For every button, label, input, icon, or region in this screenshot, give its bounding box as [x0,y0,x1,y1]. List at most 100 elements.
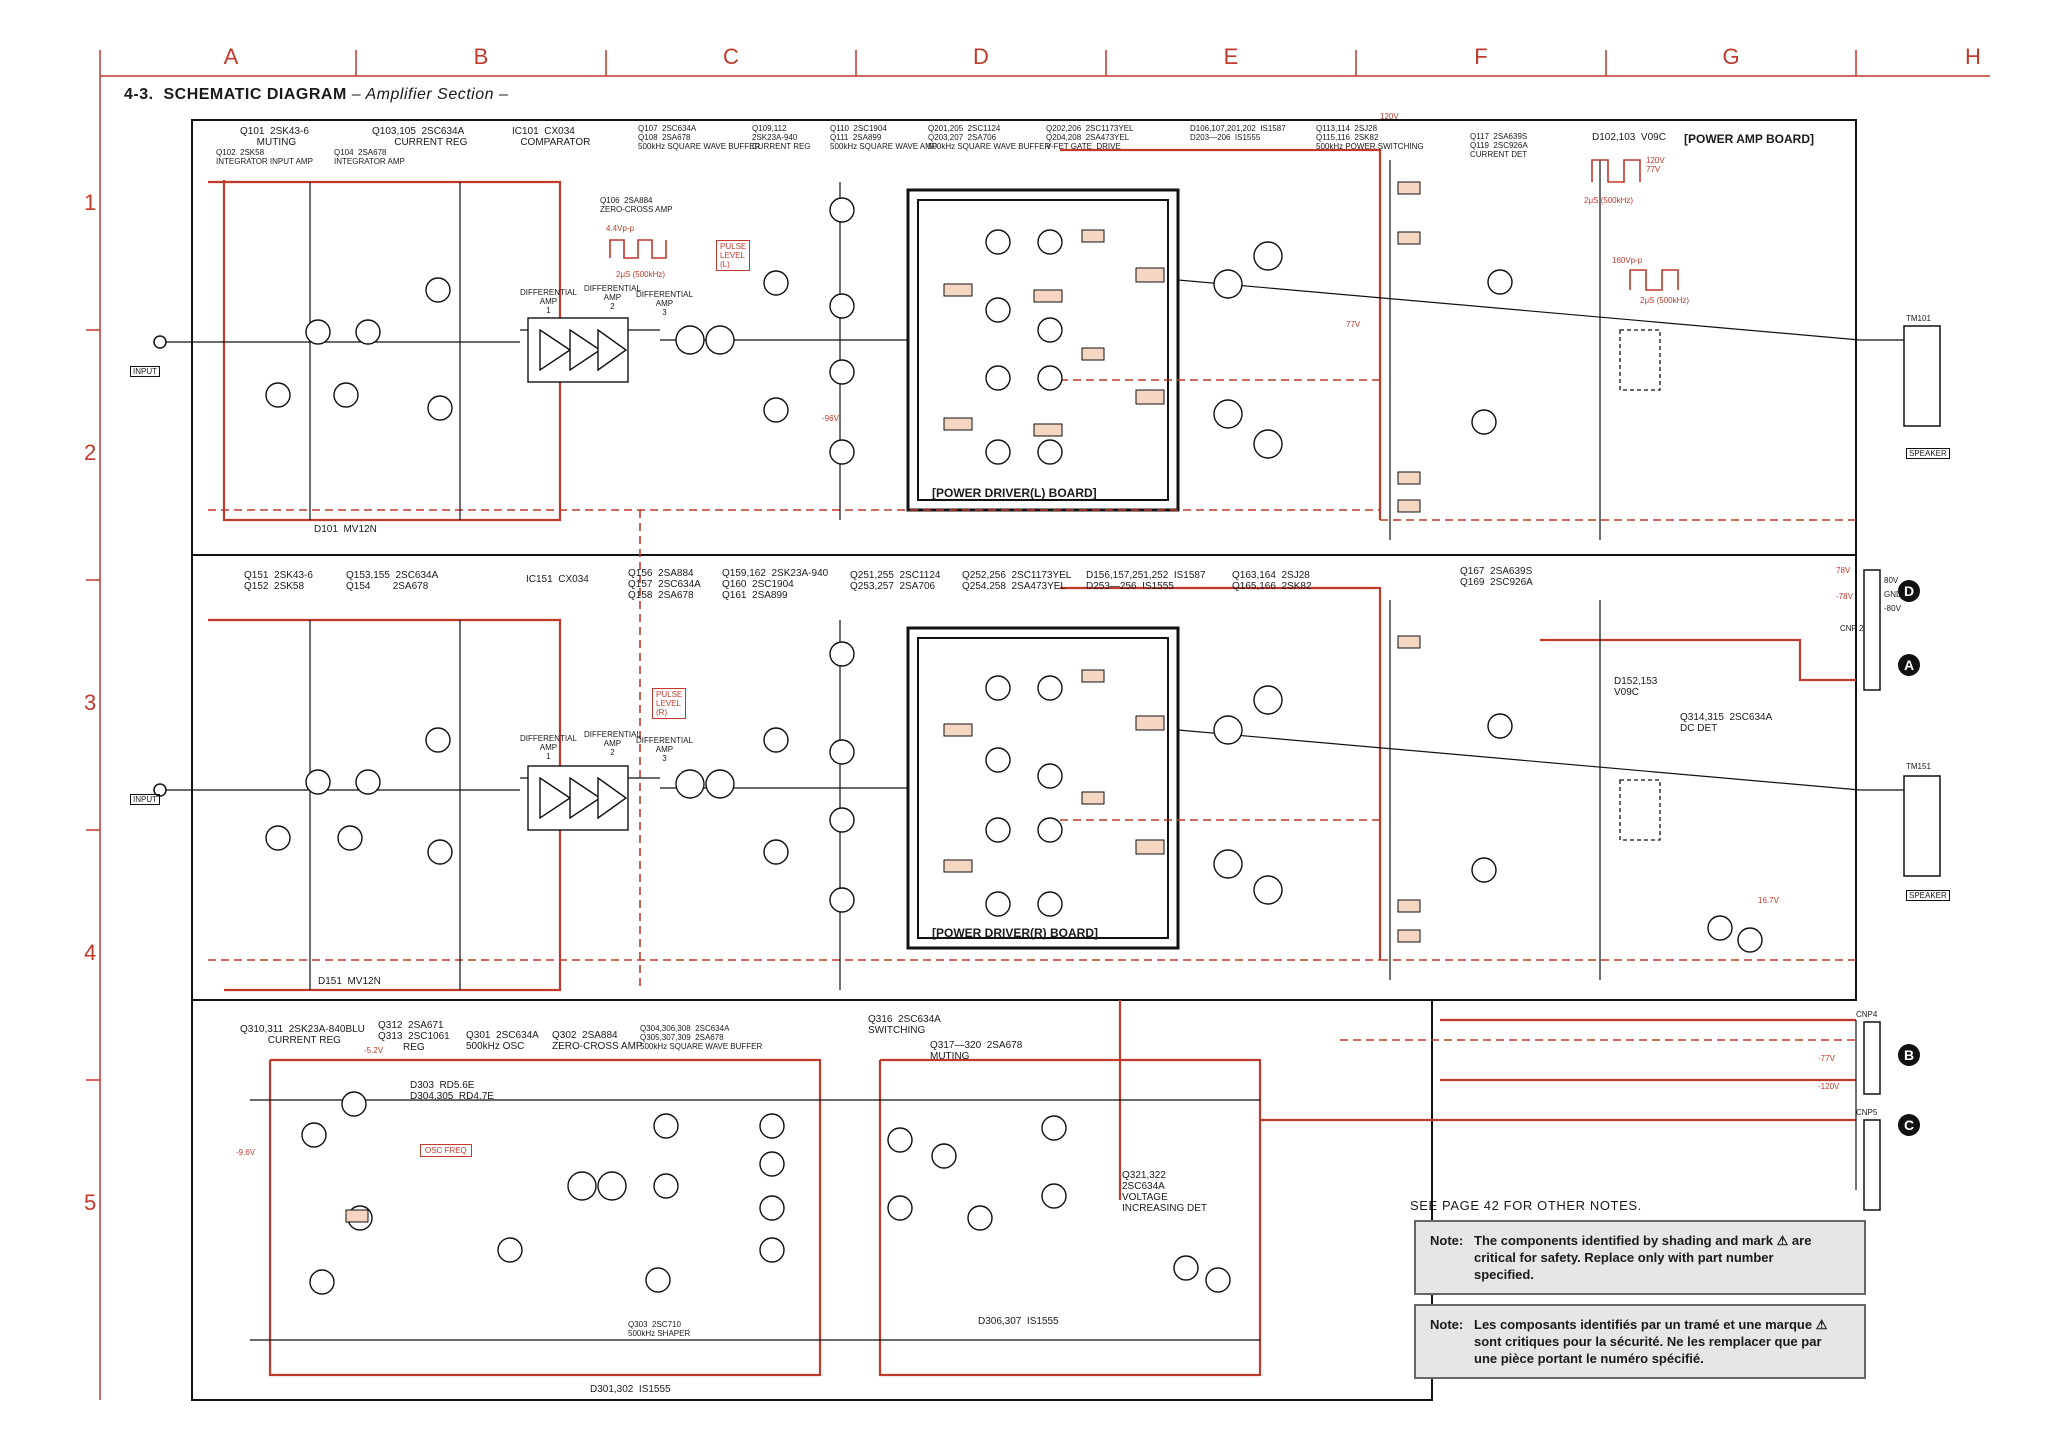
part-label: Q159,162 2SK23A-940 Q160 2SC1904 Q161 2S… [722,568,829,601]
waveform-label: 2μS (500kHz) [1584,196,1634,205]
grid-row-5: 5 [84,1190,97,1215]
grid-col-f: F [1474,44,1488,69]
supply-label: -78V [1836,592,1853,601]
part-label: Q304,306,308 2SC634A Q305,307,309 2SA678… [640,1024,763,1051]
part-label: D152,153 V09C [1614,676,1658,698]
part-label: Q117 2SA639S Q119 2SC926A CURRENT DET [1470,132,1528,159]
block-differential-amp-3: DIFFERENTIAL AMP 3 [636,290,693,317]
connector-cnp2: CNP 2 [1840,624,1864,633]
relays [1619,329,1661,841]
waveform-label: 120V 77V [1646,156,1665,174]
connector-tag-a: A [1898,654,1920,676]
waveform-label: 4.4Vp-p [606,224,635,233]
grid-frame [86,50,1990,1400]
terminal-tm151: TM151 [1906,762,1931,771]
title-section: 4-3. [124,86,154,103]
part-label: Q312 2SA671 Q313 2SC1061 REG [378,1020,450,1053]
osc-freq-label: OSC FREQ [420,1144,472,1157]
part-label: Q316 2SC634A SWITCHING [868,1014,941,1036]
part-label: Q314,315 2SC634A DC DET [1680,712,1773,734]
part-label: Q317—320 2SA678 MUTING [930,1040,1023,1062]
grid-col-d: D [973,44,989,69]
grid-row-3: 3 [84,690,97,715]
part-label: Q163,164 2SJ28 Q165,166 2SK82 [1232,570,1312,592]
pulse-level-r: PULSE LEVEL (R) [652,688,687,719]
supply-label: -96V [822,414,839,423]
part-label: Q106 2SA884 ZERO-CROSS AMP [600,196,673,214]
safety-note-en: Note:The components identified by shadin… [1414,1220,1866,1295]
ic-comparators [527,317,629,831]
part-label: D303 RD5.6E D304,305 RD4.7E [410,1080,494,1102]
dashed-rails [208,379,1856,1041]
connector-tag-b: B [1898,1044,1920,1066]
part-label: IC101 CX034 COMPARATOR [512,126,591,148]
connector-tag-d: D [1898,580,1920,602]
terminal-tm101: TM101 [1906,314,1931,323]
grid-row-4: 4 [84,940,97,965]
supply-label: -120V [1818,1082,1840,1091]
waveform-label: 160Vp-p [1612,256,1643,265]
part-label: Q103,105 2SC634A CURRENT REG [372,126,468,148]
part-label: Q107 2SC634A Q108 2SA678 500kHz SQUARE W… [638,124,761,151]
part-label: D151 MV12N [318,976,381,987]
part-label: Q110 2SC1904 Q111 2SA899 500kHz SQUARE W… [830,124,938,151]
part-label: Q153,155 2SC634A Q154 2SA678 [346,570,439,592]
block-differential-amp-1: DIFFERENTIAL AMP 1 [520,288,577,315]
speaker-l: SPEAKER [1906,448,1950,459]
grid-col-h: H [1965,44,1981,69]
grid-col-g: G [1722,44,1740,69]
part-label: Q321,322 2SC634A VOLTAGE INCREASING DET [1122,1170,1208,1214]
grid-col-b: B [473,44,489,69]
block-differential-amp-2: DIFFERENTIAL AMP 2 [584,730,641,757]
part-label: D102,103 V09C [1592,132,1666,143]
note-text: Les composants identifiés par un tramé e… [1474,1317,1828,1366]
connector-tag-c: C [1898,1114,1920,1136]
supply-label: 77V [1346,320,1361,329]
waveforms [609,159,1679,291]
part-label: Q310,311 2SK23A-840BLU CURRENT REG [240,1024,365,1046]
title-main: SCHEMATIC DIAGRAM [163,86,347,103]
part-label: Q109,112 2SK23A-940 CURRENT REG [752,124,811,151]
part-label: Q151 2SK43-6 Q152 2SK58 [244,570,313,592]
safety-critical-resistors [345,181,1421,1223]
waveform-label: 2μS (500kHz) [616,270,666,279]
supply-label: 80V [1884,576,1899,585]
pulse-level-l: PULSE LEVEL (L) [716,240,751,271]
part-label: IC151 CX034 [526,574,589,585]
part-label: D106,107,201,202 IS1587 D203—206 IS1555 [1190,124,1286,142]
board-title-driver-l: [POWER DRIVER(L) BOARD] [932,486,1097,500]
supply-rails [208,148,1856,1377]
supply-label: -80V [1884,604,1901,613]
supply-label: GND [1884,590,1902,599]
part-label: Q201,205 2SC1124 Q203,207 2SA706 500kHz … [928,124,1051,151]
part-label: Q251,255 2SC1124 Q253,257 2SA706 [850,570,941,592]
board-title-driver-r: [POWER DRIVER(R) BOARD] [932,926,1098,940]
part-label: Q303 2SC710 500kHz SHAPER [628,1320,691,1338]
supply-label: -77V [1818,1054,1835,1063]
note-text: The components identified by shading and… [1474,1233,1812,1282]
block-differential-amp-1: DIFFERENTIAL AMP 1 [520,734,577,761]
part-label: D156,157,251,252 IS1587 D253—256 IS1555 [1086,570,1206,592]
signal-wiring [160,160,1930,1341]
part-label: Q252,256 2SC1173YEL Q254,258 2SA473YEL [962,570,1072,592]
part-label: Q202,206 2SC1173YEL Q204,208 2SA473YEL V… [1046,124,1134,151]
connector-cnp5: CNP5 [1856,1108,1878,1117]
block-differential-amp-2: DIFFERENTIAL AMP 2 [584,284,641,311]
board-outlines [191,119,1857,1401]
page-title: 4-3. SCHEMATIC DIAGRAM – Amplifier Secti… [124,86,508,104]
grid-row-1: 1 [84,190,97,215]
grid-col-a: A [223,44,239,69]
see-page-note: SEE PAGE 42 FOR OTHER NOTES. [1410,1198,1642,1213]
grid-row-2: 2 [84,440,97,465]
grid-col-e: E [1223,44,1239,69]
supply-label: 120V [1380,112,1399,121]
connector-cnp4: CNP4 [1856,1010,1878,1019]
part-label: Q113,114 2SJ28 Q115,116 2SK82 500kHz POW… [1316,124,1424,151]
part-label: D301,302 IS1555 [590,1384,671,1395]
speaker-r: SPEAKER [1906,890,1950,901]
supply-label: -9.6V [236,1148,256,1157]
input-l: INPUT [130,366,160,377]
supply-label: -5.2V [364,1046,384,1055]
input-r: INPUT [130,794,160,805]
supply-label: 78V [1836,566,1851,575]
